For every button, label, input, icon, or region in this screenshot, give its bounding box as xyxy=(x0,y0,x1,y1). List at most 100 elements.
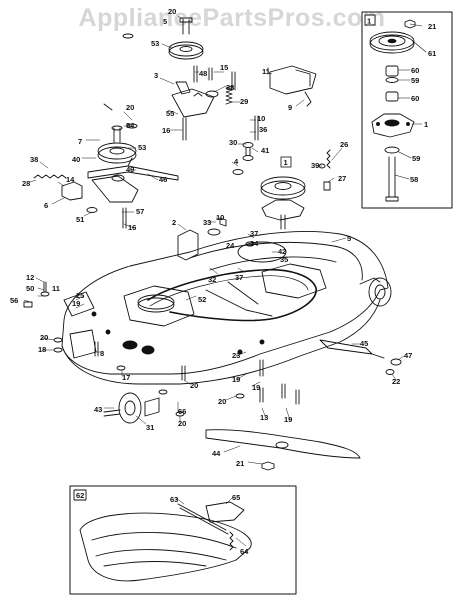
callout-leaders xyxy=(23,15,405,547)
callout-11-top: 11 xyxy=(262,67,270,76)
callout-18: 18 xyxy=(38,345,46,354)
callout-13: 13 xyxy=(260,413,268,422)
tension-spring-29 xyxy=(225,85,233,105)
chute-spring-64 xyxy=(229,531,234,551)
callout-5-top: 5 xyxy=(163,17,167,26)
drive-belt xyxy=(147,268,317,322)
callout-60-upper: 60 xyxy=(411,66,419,75)
callout-19-lower: 19 xyxy=(284,415,292,424)
callout-19-right: 19 xyxy=(252,383,260,392)
callout-20-wheel: 20 xyxy=(178,419,186,428)
callout-16-left: 16 xyxy=(128,223,136,232)
callout-37-center: 37 xyxy=(250,229,258,238)
callout-29: 29 xyxy=(240,97,248,106)
callout-30: 30 xyxy=(229,138,237,147)
right-spindle-mount xyxy=(261,263,327,299)
inset-discharge-chute xyxy=(69,485,297,595)
callout-25: 25 xyxy=(76,291,84,300)
callout-20-center: 20 xyxy=(218,397,226,406)
callout-27: 27 xyxy=(338,174,346,183)
callout-21-blade: 21 xyxy=(236,459,244,468)
inset-spindle-assembly xyxy=(361,11,453,209)
hardware-fasteners xyxy=(23,33,300,417)
callout-51: 51 xyxy=(76,215,84,224)
callout-59-lower: 59 xyxy=(412,154,420,163)
callout-31: 31 xyxy=(146,423,154,432)
watermark-text: AppliancePartsPros.com xyxy=(78,4,386,32)
bearing-lower xyxy=(384,146,400,154)
callout-1-box xyxy=(280,156,292,168)
callout-65: 65 xyxy=(232,493,240,502)
deck-left-bracket xyxy=(63,291,95,317)
callout-10-upper: 10 xyxy=(257,114,265,123)
callout-36: 36 xyxy=(259,125,267,134)
inset-62-frame xyxy=(69,485,297,595)
callout-63: 63 xyxy=(170,495,178,504)
spindle-housing-center xyxy=(261,199,305,221)
callout-2: 2 xyxy=(172,218,176,227)
callout-9: 9 xyxy=(288,103,292,112)
callout-47: 47 xyxy=(404,351,412,360)
spindle-pulley-center xyxy=(260,180,306,200)
callout-labels: 1 62 1 21 61 60 59 60 1 59 58 20 5 53 3 … xyxy=(10,7,436,556)
callout-38-left: 38 xyxy=(30,155,38,164)
callout-56: 56 xyxy=(10,296,18,305)
callout-50: 50 xyxy=(26,284,34,293)
idler-pulley-53-top xyxy=(168,44,204,60)
callout-11-left: 11 xyxy=(52,284,60,293)
bracket-14 xyxy=(61,181,83,201)
callout-42: 42 xyxy=(278,247,286,256)
chute-bracket-65 xyxy=(205,501,245,523)
callout-24: 24 xyxy=(226,241,235,250)
lift-rod-assembly xyxy=(319,339,402,375)
bracket-9 xyxy=(269,65,317,95)
callout-55: 55 xyxy=(166,109,174,118)
callout-7: 7 xyxy=(78,137,82,146)
inset-1-box xyxy=(364,14,376,26)
callout-58: 58 xyxy=(410,175,418,184)
callout-35: 35 xyxy=(280,255,288,264)
callout-5-right: 5 xyxy=(347,234,351,243)
callout-3: 3 xyxy=(154,71,158,80)
bearing-upper xyxy=(385,77,399,83)
callout-19-center: 19 xyxy=(232,375,240,384)
callout-64: 64 xyxy=(240,547,249,556)
callout-59-upper: 59 xyxy=(411,76,419,85)
callout-1-inset: 1 xyxy=(424,120,428,129)
idler-bracket xyxy=(171,88,215,118)
callout-40: 40 xyxy=(72,155,80,164)
mower-blade xyxy=(205,429,361,471)
callout-10-center: 10 xyxy=(216,213,224,222)
callout-26: 26 xyxy=(340,140,348,149)
callout-52: 52 xyxy=(198,295,206,304)
inset-1-frame xyxy=(361,11,453,209)
inset-1-label: 1 xyxy=(367,17,371,26)
callout-54: 54 xyxy=(126,121,135,130)
callout-15: 15 xyxy=(220,63,228,72)
inset-62-label: 62 xyxy=(76,491,84,500)
discharge-chute-62 xyxy=(79,512,252,582)
callout-14: 14 xyxy=(66,175,75,184)
callout-22: 22 xyxy=(392,377,400,386)
belt-guide-bracket xyxy=(267,65,317,107)
callout-8: 8 xyxy=(100,349,104,358)
callout-61: 61 xyxy=(428,49,436,58)
deck-skirt xyxy=(61,299,381,385)
bracket-2 xyxy=(177,229,199,261)
gauge-wheel-front xyxy=(103,389,168,424)
callout-19-left: 19 xyxy=(72,299,80,308)
callout-46: 46 xyxy=(159,175,167,184)
callout-53-top: 53 xyxy=(151,39,159,48)
spindle-shaft xyxy=(385,156,399,202)
deck-housing xyxy=(61,229,392,385)
callout-17: 17 xyxy=(122,373,130,382)
idler-plate xyxy=(91,175,139,203)
idler-pulley-53-left xyxy=(97,146,137,164)
spacer-upper xyxy=(385,65,399,77)
callout-53-left: 53 xyxy=(138,143,146,152)
spring-28 xyxy=(33,174,67,179)
spindle-nut xyxy=(404,19,416,29)
callout-45: 45 xyxy=(360,339,368,348)
blade-44 xyxy=(205,429,361,459)
